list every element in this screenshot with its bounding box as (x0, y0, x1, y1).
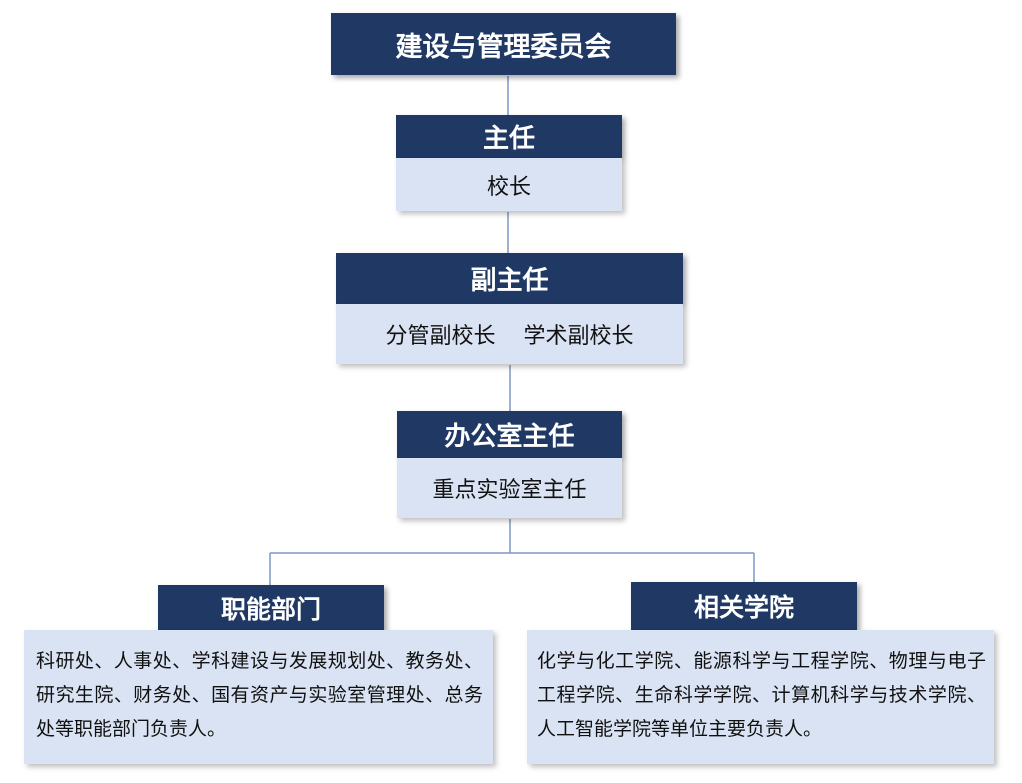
committee-title: 建设与管理委员会 (395, 31, 612, 63)
deputy-title: 副主任 (470, 266, 549, 296)
office-title: 办公室主任 (444, 422, 575, 452)
deputy-header: 副主任 (336, 253, 683, 304)
office-member: 重点实验室主任 (432, 478, 587, 503)
deputy-member-1: 分管副校长 (385, 324, 496, 349)
director-header: 主任 (396, 115, 622, 158)
departments-header: 职能部门 (158, 585, 384, 630)
deputy-member-2: 学术副校长 (523, 324, 634, 349)
director-body: 校长 (396, 158, 622, 211)
colleges-title: 相关学院 (693, 593, 794, 622)
colleges-body: 化学与化工学院、能源科学与工程学院、物理与电子工程学院、生命科学学院、计算机科学… (527, 630, 994, 764)
departments-description: 科研处、人事处、学科建设与发展规划处、教务处、研究生院、财务处、国有资产与实验室… (36, 650, 483, 740)
colleges-header: 相关学院 (631, 582, 857, 630)
colleges-description: 化学与化工学院、能源科学与工程学院、物理与电子工程学院、生命科学学院、计算机科学… (537, 650, 986, 740)
director-title: 主任 (482, 124, 535, 154)
office-header: 办公室主任 (397, 411, 622, 458)
deputy-body: 分管副校长 学术副校长 (336, 304, 683, 364)
office-body: 重点实验室主任 (397, 458, 622, 518)
committee-box: 建设与管理委员会 (331, 13, 676, 75)
departments-title: 职能部门 (220, 594, 321, 624)
director-member: 校长 (486, 174, 531, 200)
departments-body: 科研处、人事处、学科建设与发展规划处、教务处、研究生院、财务处、国有资产与实验室… (24, 630, 493, 764)
